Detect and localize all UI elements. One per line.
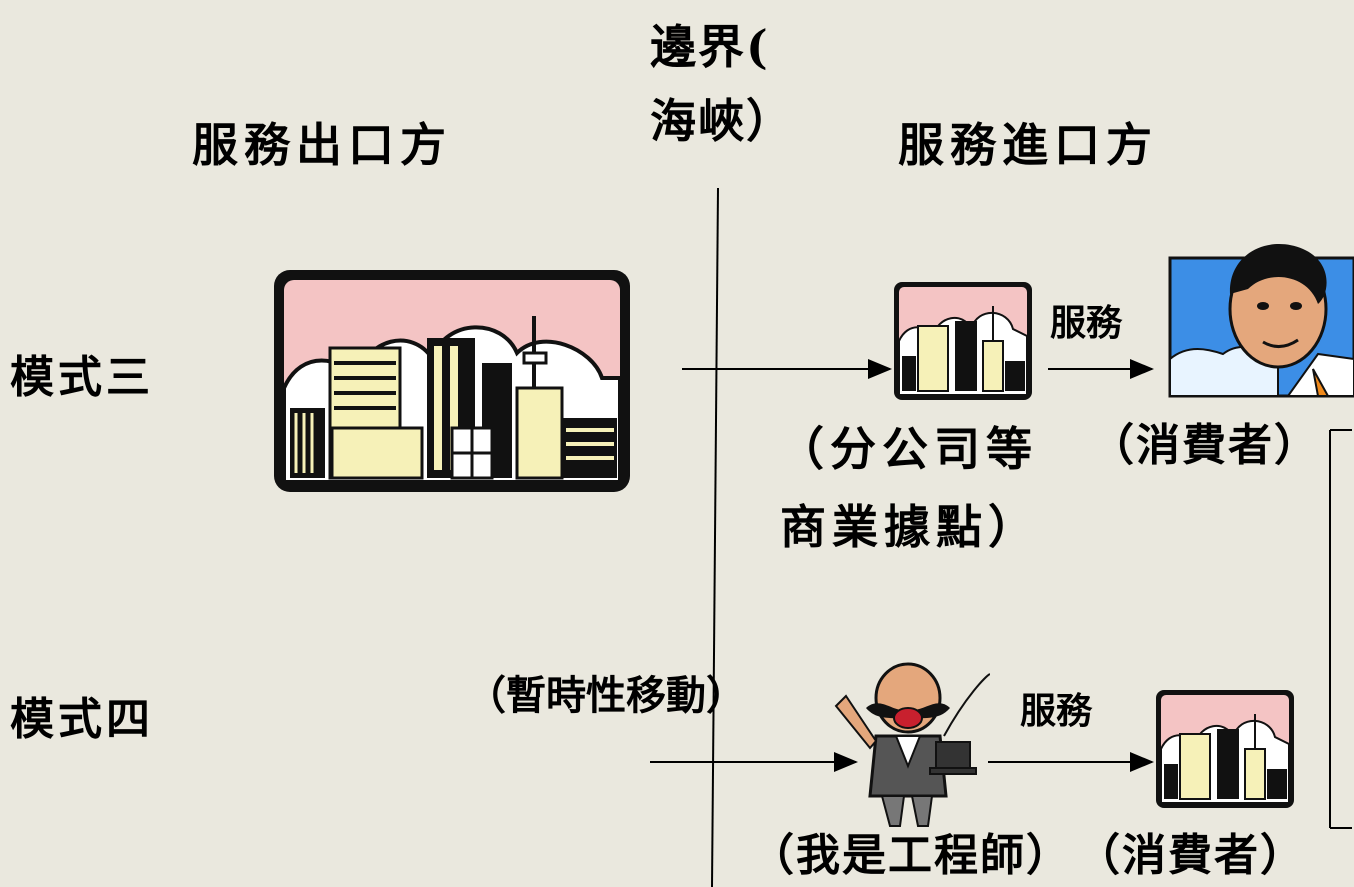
boundary-title-line1: 邊界( (650, 20, 770, 74)
boundary-title-line2: 海峽） (650, 94, 794, 148)
engineer-figure-icon (834, 662, 990, 827)
consumer-city-icon (1156, 690, 1294, 808)
movement-label: （暫時性移動） (466, 672, 746, 719)
mode3-service-label: 服務 (1050, 302, 1123, 344)
engineer-label: （我是工程師） (750, 830, 1072, 881)
branch-label-line2: 商業據點） (780, 500, 1040, 554)
mode4-label: 模式四 (10, 694, 154, 745)
mode4-consumer-label: （消費者） (1076, 830, 1306, 881)
consumer-portrait-icon (1168, 244, 1354, 398)
exporter-title: 服務出口方 (192, 118, 452, 172)
branch-city-icon (894, 282, 1032, 400)
exporter-city-icon (274, 270, 630, 492)
mode4-service-label: 服務 (1020, 690, 1093, 732)
mode3-label: 模式三 (10, 352, 154, 403)
boundary-line (711, 187, 719, 887)
branch-label-line1: （分公司等 (778, 422, 1038, 476)
mode3-consumer-label: （消費者） (1090, 420, 1320, 471)
importer-title: 服務進口方 (898, 118, 1158, 172)
